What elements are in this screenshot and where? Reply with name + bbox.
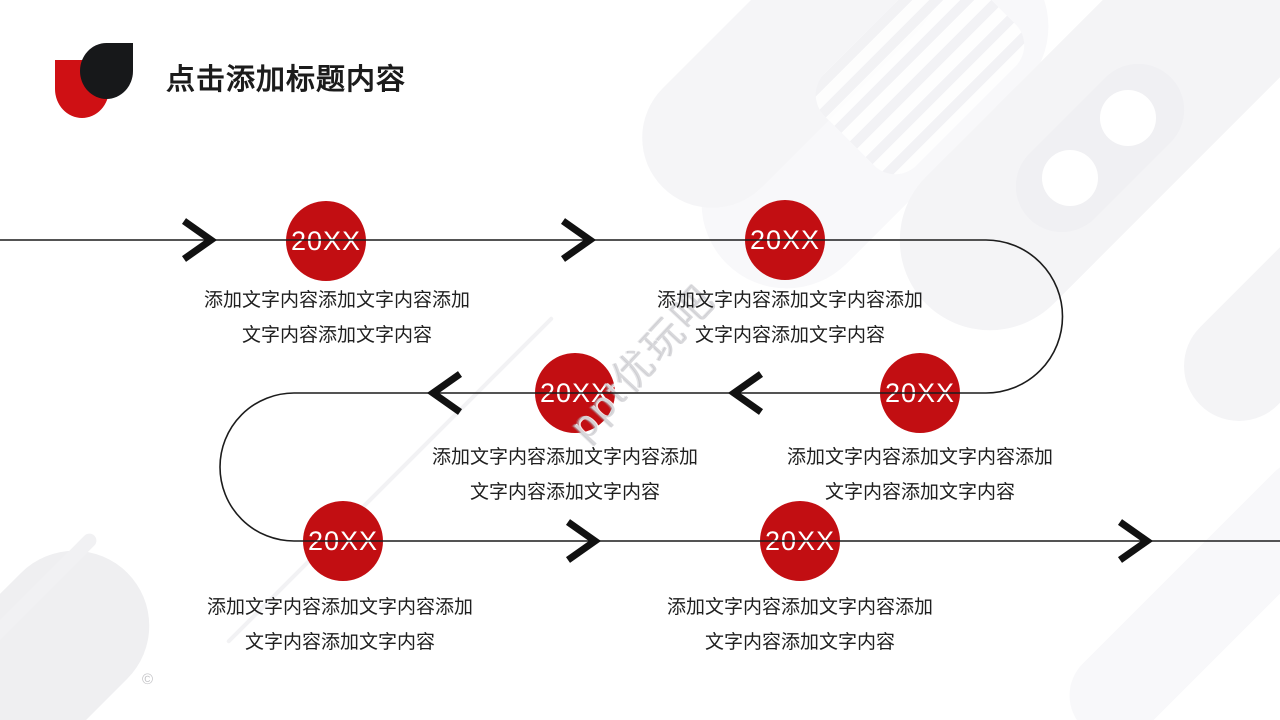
arrow-right-icon	[560, 218, 597, 262]
timeline-description: 添加文字内容添加文字内容添加 文字内容添加文字内容	[170, 590, 510, 660]
description-line: 添加文字内容添加文字内容添加	[666, 597, 933, 618]
description-line: 添加文字内容添加文字内容添加	[786, 447, 1053, 468]
description-line: 文字内容添加文字内容	[241, 325, 432, 346]
description-line: 添加文字内容添加文字内容添加	[656, 290, 923, 311]
description-line: 文字内容添加文字内容	[704, 632, 895, 653]
timeline-description: 添加文字内容添加文字内容添加 文字内容添加文字内容	[750, 440, 1090, 510]
description-line: 添加文字内容添加文字内容添加	[203, 290, 470, 311]
description-line: 文字内容添加文字内容	[469, 482, 660, 503]
description-line: 文字内容添加文字内容	[824, 482, 1015, 503]
timeline-description: 添加文字内容添加文字内容添加 文字内容添加文字内容	[620, 283, 960, 353]
description-line: 文字内容添加文字内容	[244, 632, 435, 653]
timeline-description: 添加文字内容添加文字内容添加 文字内容添加文字内容	[167, 283, 507, 353]
timeline-description: 添加文字内容添加文字内容添加 文字内容添加文字内容	[395, 440, 735, 510]
arrow-right-icon	[565, 519, 602, 563]
description-line: 添加文字内容添加文字内容添加	[431, 447, 698, 468]
arrow-right-icon	[181, 218, 218, 262]
arrow-left-icon	[727, 371, 764, 415]
description-line: 文字内容添加文字内容	[694, 325, 885, 346]
logo-black-leaf	[80, 43, 133, 99]
timeline-description: 添加文字内容添加文字内容添加 文字内容添加文字内容	[630, 590, 970, 660]
copyright-symbol: ©	[142, 671, 154, 688]
description-line: 添加文字内容添加文字内容添加	[206, 597, 473, 618]
page-title: 点击添加标题内容	[166, 64, 407, 96]
